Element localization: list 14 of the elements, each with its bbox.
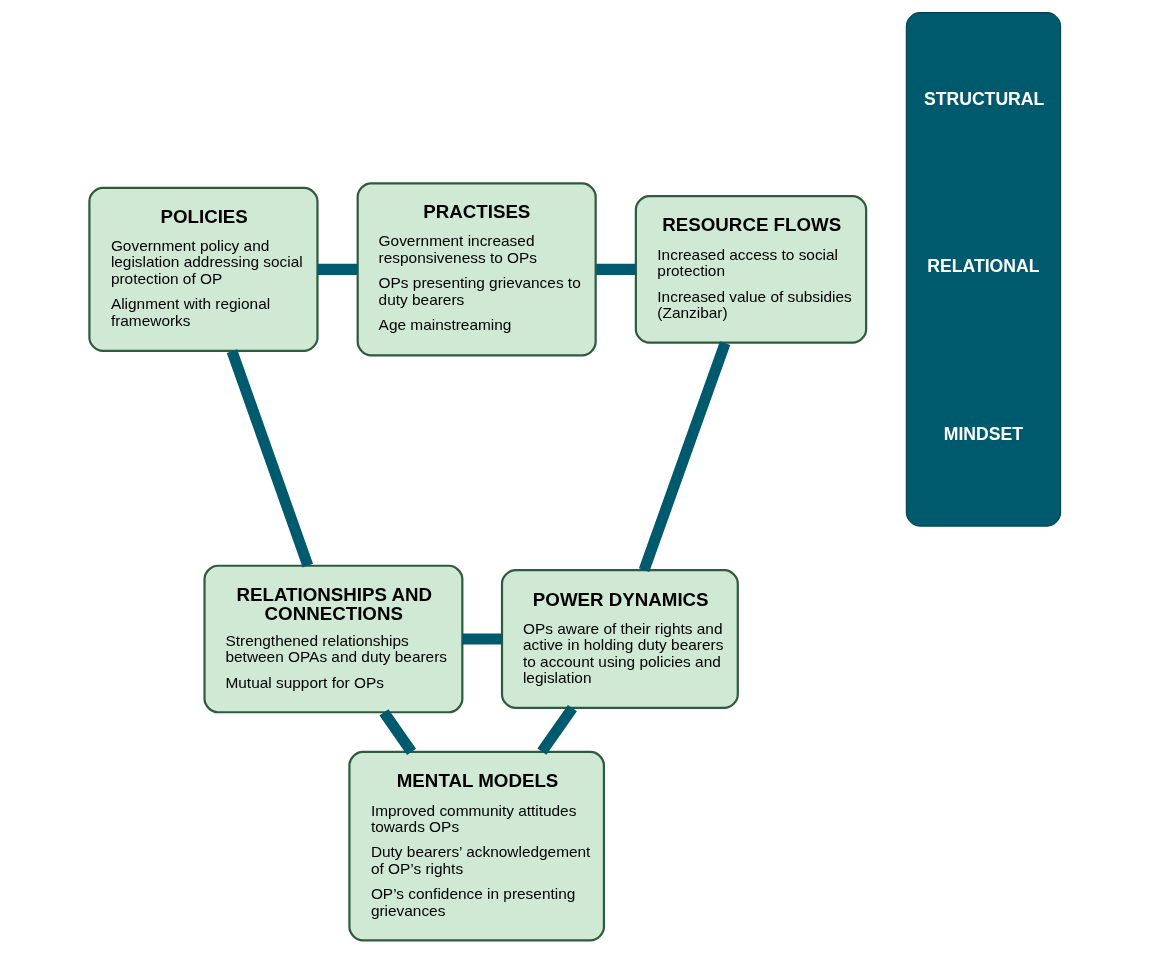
node-box: MENTAL MODELS Improved community attitudes towards OPs Duty bearers’ acknowledgement of OP’s rights OP’s confidence in presenting grievances (348, 750, 605, 942)
connector (537, 704, 577, 755)
connector (462, 633, 502, 645)
node-box: PRACTISES Government increased responsiveness to OPs OPs presenting grievances to duty bearers Age mainstreaming (356, 182, 597, 357)
node-box: POWER DYNAMICS OPs aware of their rights and active in holding duty bearers to account using policies and legislation (500, 569, 739, 709)
connector (317, 263, 358, 275)
connector (596, 263, 636, 275)
connector (379, 709, 417, 756)
connector (226, 349, 314, 568)
node-box: POLICIES Government policy and legislation addressing social protection of OP Alignment with regional frameworks (88, 186, 319, 352)
node-box: RELATIONSHIPS AND CONNECTIONS Strengthened relationships between OPAs and duty bearers Mutual support for OPs (203, 564, 464, 714)
node-box: RESOURCE FLOWS Increased access to social protection Increased value of subsidies (Zanzibar) (634, 195, 868, 344)
node-box: STRUCTURAL RELATIONAL MINDSET (905, 12, 1062, 527)
connector (638, 341, 731, 572)
